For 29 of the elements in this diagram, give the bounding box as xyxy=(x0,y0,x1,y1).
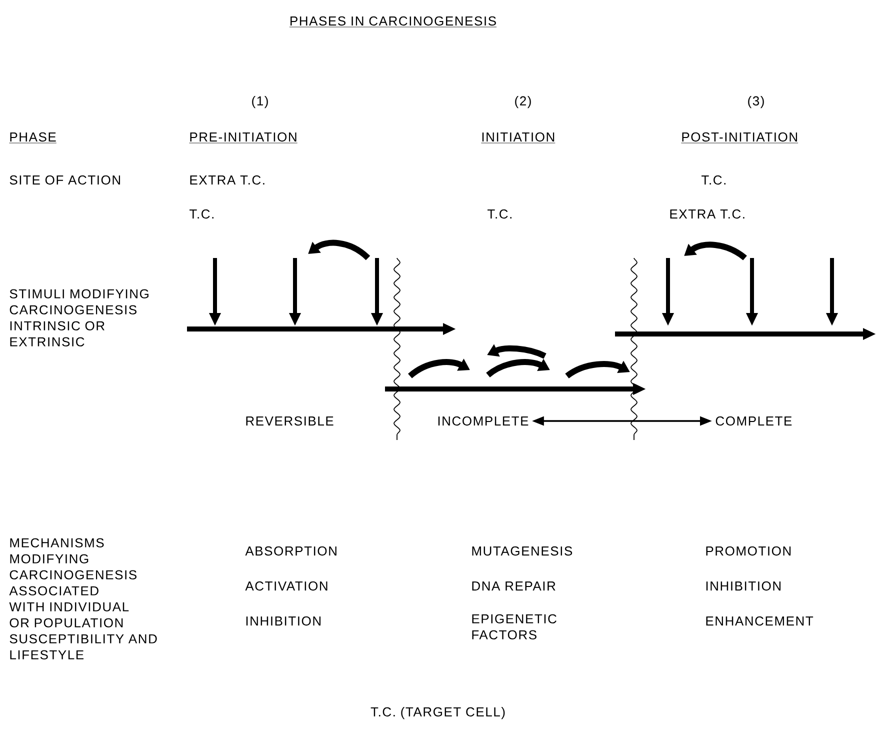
phase-name: POST-INITIATION xyxy=(681,132,798,144)
row-heading: PHASE xyxy=(9,132,57,144)
phase-name: PRE-INITIATION xyxy=(189,132,298,144)
state-label: COMPLETE xyxy=(716,416,792,426)
mechanism-label: PROMOTION xyxy=(706,546,791,556)
site-label: T.C. xyxy=(190,209,214,219)
mechanism-label: INHIBITION xyxy=(246,616,320,626)
phase-number: (3) xyxy=(748,96,764,108)
mechanism-label: ABSORPTION xyxy=(245,546,336,556)
caption: T.C. (TARGET CELL) xyxy=(370,706,505,720)
title: PHASES IN CARCINOGENESIS xyxy=(289,16,497,28)
mechanism-label: EPIGENETIC FACTORS xyxy=(472,614,556,640)
mechanism-label: ACTIVATION xyxy=(245,581,328,591)
row-heading: STIMULI MODIFYING CARCINOGENESIS INTRINSIC OR EXTRINSIC xyxy=(10,289,148,346)
row-heading: MECHANISMS MODIFYING CARCINOGENESIS ASSOCIATED WITH INDIVIDUAL OR POPULATION SUSCEPTIBILITY AND LIFESTYLE xyxy=(9,538,157,660)
phase-number: (1) xyxy=(252,96,268,108)
phase-name: INITIATION xyxy=(481,132,556,144)
phase-number: (2) xyxy=(515,96,531,108)
site-label: EXTRA T.C. xyxy=(670,209,744,219)
mechanism-label: DNA REPAIR xyxy=(472,582,556,590)
mechanism-label: INHIBITION xyxy=(706,581,780,591)
site-label: T.C. xyxy=(488,209,512,219)
row-heading: SITE OF ACTION xyxy=(10,175,120,185)
mechanism-label: MUTAGENESIS xyxy=(472,546,572,556)
site-label: EXTRA T.C. xyxy=(190,175,264,185)
site-label: T.C. xyxy=(702,175,726,185)
state-label: INCOMPLETE xyxy=(438,416,528,426)
mechanism-label: ENHANCEMENT xyxy=(706,616,814,626)
state-label: REVERSIBLE xyxy=(246,416,334,426)
